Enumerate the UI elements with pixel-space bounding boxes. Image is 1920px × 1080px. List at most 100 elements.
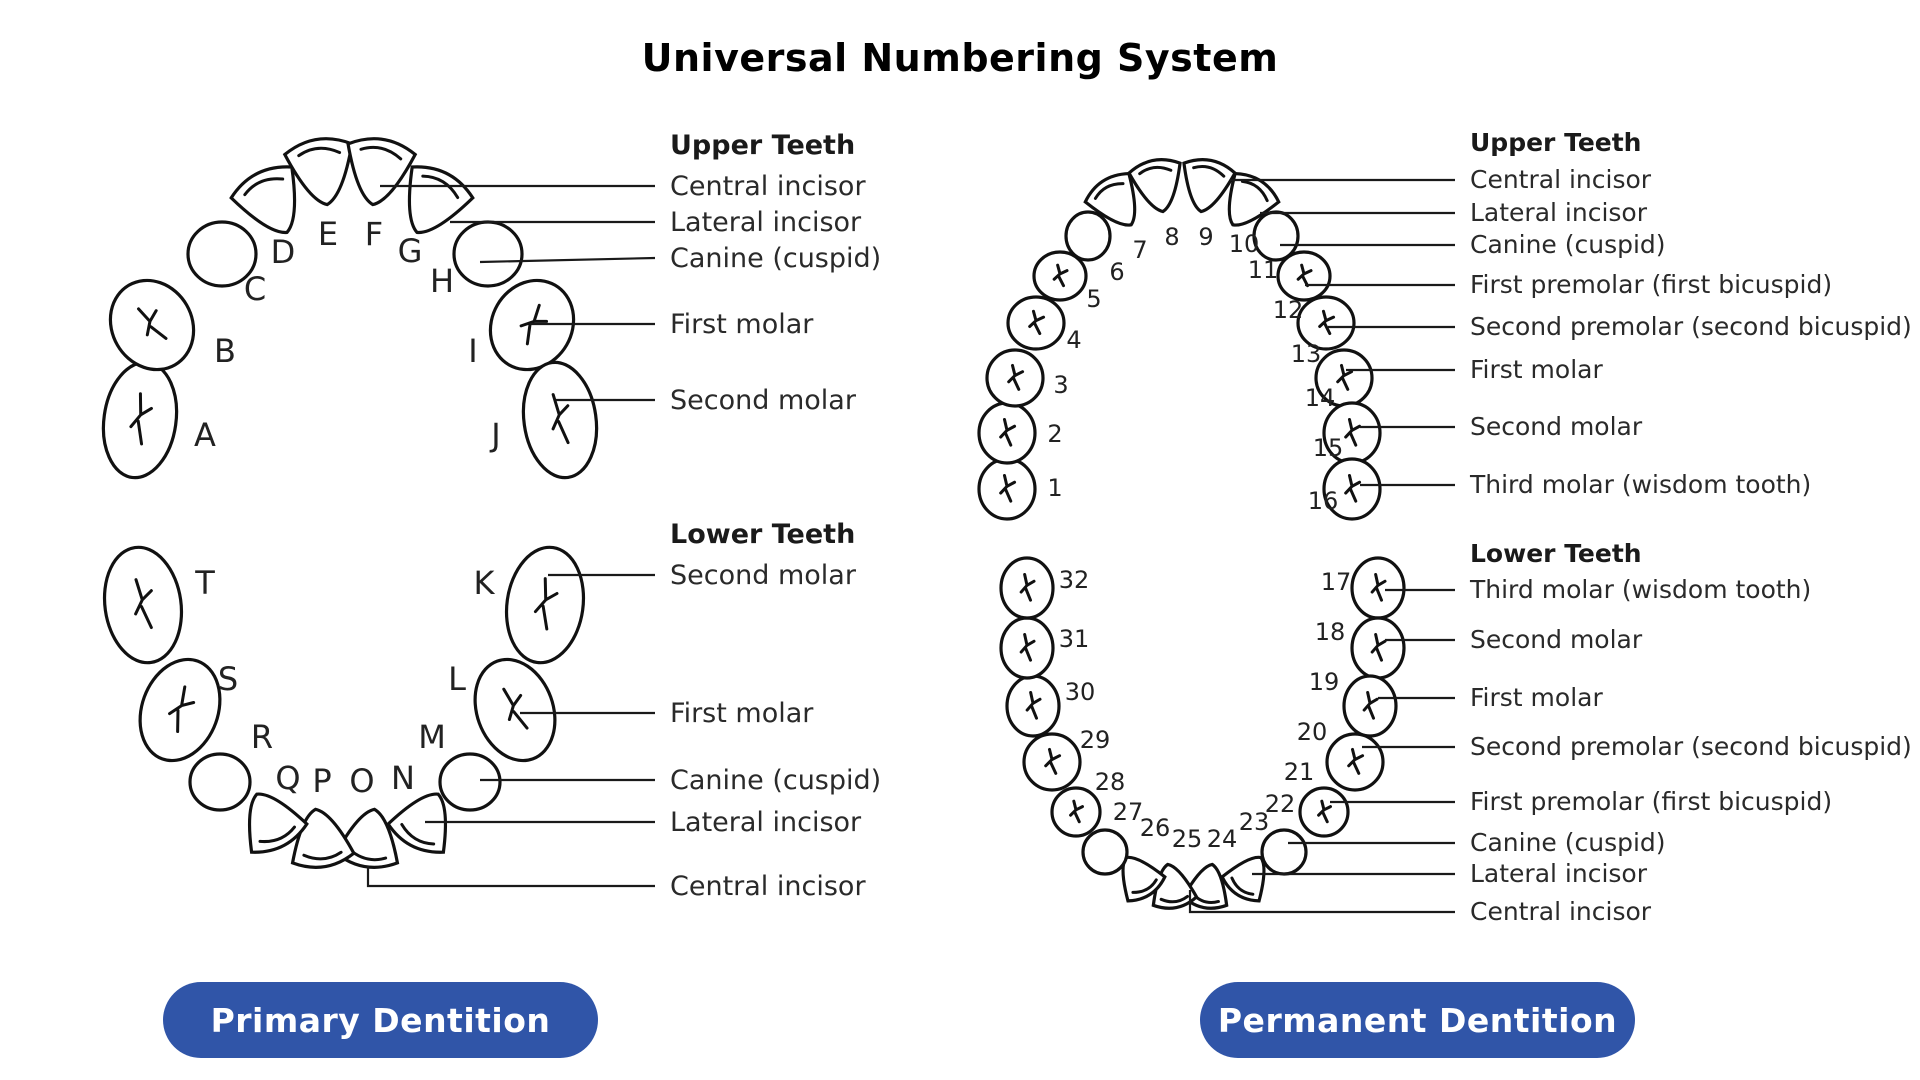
permanent-upper-tooth-9: [1182, 158, 1238, 214]
primary-lower-legend-0: Second molar: [670, 560, 857, 591]
permanent-lower-tooth-26: [1121, 855, 1167, 903]
permanent-upper-number-12: 12: [1273, 296, 1304, 324]
primary-lower-legend-1: First molar: [670, 698, 814, 729]
permanent-upper-number-7: 7: [1132, 236, 1147, 264]
primary-upper-legend-3: First molar: [670, 309, 814, 340]
permanent-upper-tooth-2: [977, 401, 1037, 465]
permanent-upper-number-8: 8: [1164, 223, 1179, 251]
permanent-upper-heading: Upper Teeth: [1470, 128, 1641, 157]
permanent-lower-tooth-32: [999, 556, 1055, 620]
primary-upper-legend-1: Lateral incisor: [670, 207, 862, 238]
permanent-lower-number-27: 27: [1113, 798, 1144, 826]
primary-upper-tooth-G: [407, 165, 475, 235]
permanent-lower-legend-5: Canine (cuspid): [1470, 828, 1666, 857]
permanent-lower-tooth-21: [1298, 786, 1350, 838]
primary-lower-label-S: S: [218, 660, 238, 698]
permanent-upper-legend-7: Third molar (wisdom tooth): [1469, 470, 1811, 499]
primary-lower-tooth-L: [473, 657, 557, 763]
primary-upper-label-J: J: [489, 416, 500, 454]
permanent-upper-number-13: 13: [1291, 340, 1322, 368]
permanent-upper-legend-1: Lateral incisor: [1470, 198, 1648, 227]
permanent-lower-leader-7: [1188, 890, 1455, 914]
permanent-lower-number-32: 32: [1059, 566, 1090, 594]
primary-lower-label-R: R: [251, 718, 273, 756]
primary-upper-label-H: H: [430, 262, 454, 300]
primary-upper-legend-0: Central incisor: [670, 171, 866, 202]
primary-upper-tooth-B: [108, 278, 196, 372]
primary-lower-label-L: L: [448, 660, 466, 698]
primary-upper-tooth-E: [282, 137, 354, 207]
primary-upper-label-D: D: [271, 233, 296, 271]
permanent-lower-legend-2: First molar: [1470, 683, 1603, 712]
permanent-upper-number-2: 2: [1047, 420, 1062, 448]
permanent-lower-tooth-18: [1350, 616, 1406, 680]
permanent-lower-tooth-17: [1350, 556, 1406, 620]
permanent-upper-tooth-6: [1064, 210, 1112, 262]
primary-lower-label-O: O: [349, 762, 374, 800]
primary-upper-tooth-D: [229, 165, 297, 235]
primary-lower-label-K: K: [474, 564, 496, 602]
primary-lower-tooth-S: [138, 657, 222, 763]
primary-upper-tooth-C: [186, 220, 258, 288]
primary-lower-tooth-R: [188, 752, 252, 812]
permanent-lower-number-29: 29: [1080, 726, 1111, 754]
permanent-upper-tooth-3: [985, 348, 1045, 408]
permanent-lower-tooth-29: [1022, 732, 1082, 792]
primary-lower-tooth-K: [504, 545, 586, 665]
permanent-lower-tooth-30: [1005, 674, 1061, 738]
primary-upper-tooth-A: [101, 360, 179, 480]
permanent-lower-legend-0: Third molar (wisdom tooth): [1469, 575, 1811, 604]
permanent-lower-tooth-31: [999, 616, 1055, 680]
permanent-upper-tooth-1: [977, 457, 1037, 521]
permanent-upper-number-16: 16: [1308, 487, 1339, 515]
permanent-lower-number-20: 20: [1297, 718, 1328, 746]
permanent-upper-tooth-11: [1252, 210, 1300, 262]
permanent-upper-tooth-7: [1083, 171, 1137, 227]
permanent-lower-heading: Lower Teeth: [1470, 539, 1642, 568]
permanent-lower-number-26: 26: [1140, 814, 1171, 842]
primary-lower-label-N: N: [391, 759, 415, 797]
permanent-lower-tooth-22: [1260, 828, 1308, 876]
permanent-upper-tooth-10: [1227, 171, 1281, 227]
primary-lower-label-M: M: [418, 718, 446, 756]
permanent-upper-legend-6: Second molar: [1470, 412, 1643, 441]
primary-upper-label-C: C: [244, 270, 266, 308]
permanent-lower-tooth-28: [1050, 786, 1102, 838]
primary-upper-label-F: F: [365, 215, 383, 253]
primary-lower-legend-4: Central incisor: [670, 871, 866, 902]
permanent-lower-tooth-19: [1342, 674, 1398, 738]
permanent-lower-tooth-20: [1325, 732, 1385, 792]
permanent-dentition-button[interactable]: Permanent Dentition: [1200, 982, 1635, 1058]
permanent-upper-legend-2: Canine (cuspid): [1470, 230, 1666, 259]
primary-upper-legend-4: Second molar: [670, 385, 857, 416]
primary-upper-label-E: E: [318, 215, 338, 253]
permanent-upper-number-15: 15: [1313, 434, 1344, 462]
permanent-lower-number-21: 21: [1284, 758, 1315, 786]
primary-lower-tooth-T: [102, 545, 184, 665]
permanent-upper-number-14: 14: [1305, 384, 1336, 412]
permanent-lower-number-17: 17: [1321, 568, 1352, 596]
permanent-lower-legend-7: Central incisor: [1470, 897, 1652, 926]
permanent-upper-tooth-12: [1276, 250, 1332, 302]
permanent-lower-number-18: 18: [1315, 618, 1346, 646]
primary-upper-label-B: B: [214, 332, 236, 370]
permanent-upper-number-6: 6: [1109, 258, 1124, 286]
primary-lower-label-P: P: [312, 762, 331, 800]
permanent-upper-number-3: 3: [1053, 371, 1068, 399]
primary-dentition-button[interactable]: Primary Dentition: [163, 982, 598, 1058]
primary-lower-tooth-N: [386, 792, 448, 854]
permanent-upper-number-1: 1: [1047, 474, 1062, 502]
permanent-lower-legend-1: Second molar: [1470, 625, 1643, 654]
permanent-lower-number-22: 22: [1265, 790, 1296, 818]
permanent-upper-tooth-15: [1322, 401, 1382, 465]
permanent-lower-number-19: 19: [1309, 668, 1340, 696]
primary-upper-leader-2: [479, 256, 656, 264]
permanent-upper-number-5: 5: [1086, 285, 1101, 313]
permanent-lower-number-23: 23: [1239, 808, 1270, 836]
primary-upper-legend-2: Canine (cuspid): [670, 243, 881, 274]
permanent-upper-tooth-8: [1126, 158, 1182, 214]
primary-lower-legend-2: Canine (cuspid): [670, 765, 881, 796]
primary-lower-label-T: T: [194, 564, 215, 602]
permanent-lower-tooth-27: [1081, 828, 1129, 876]
